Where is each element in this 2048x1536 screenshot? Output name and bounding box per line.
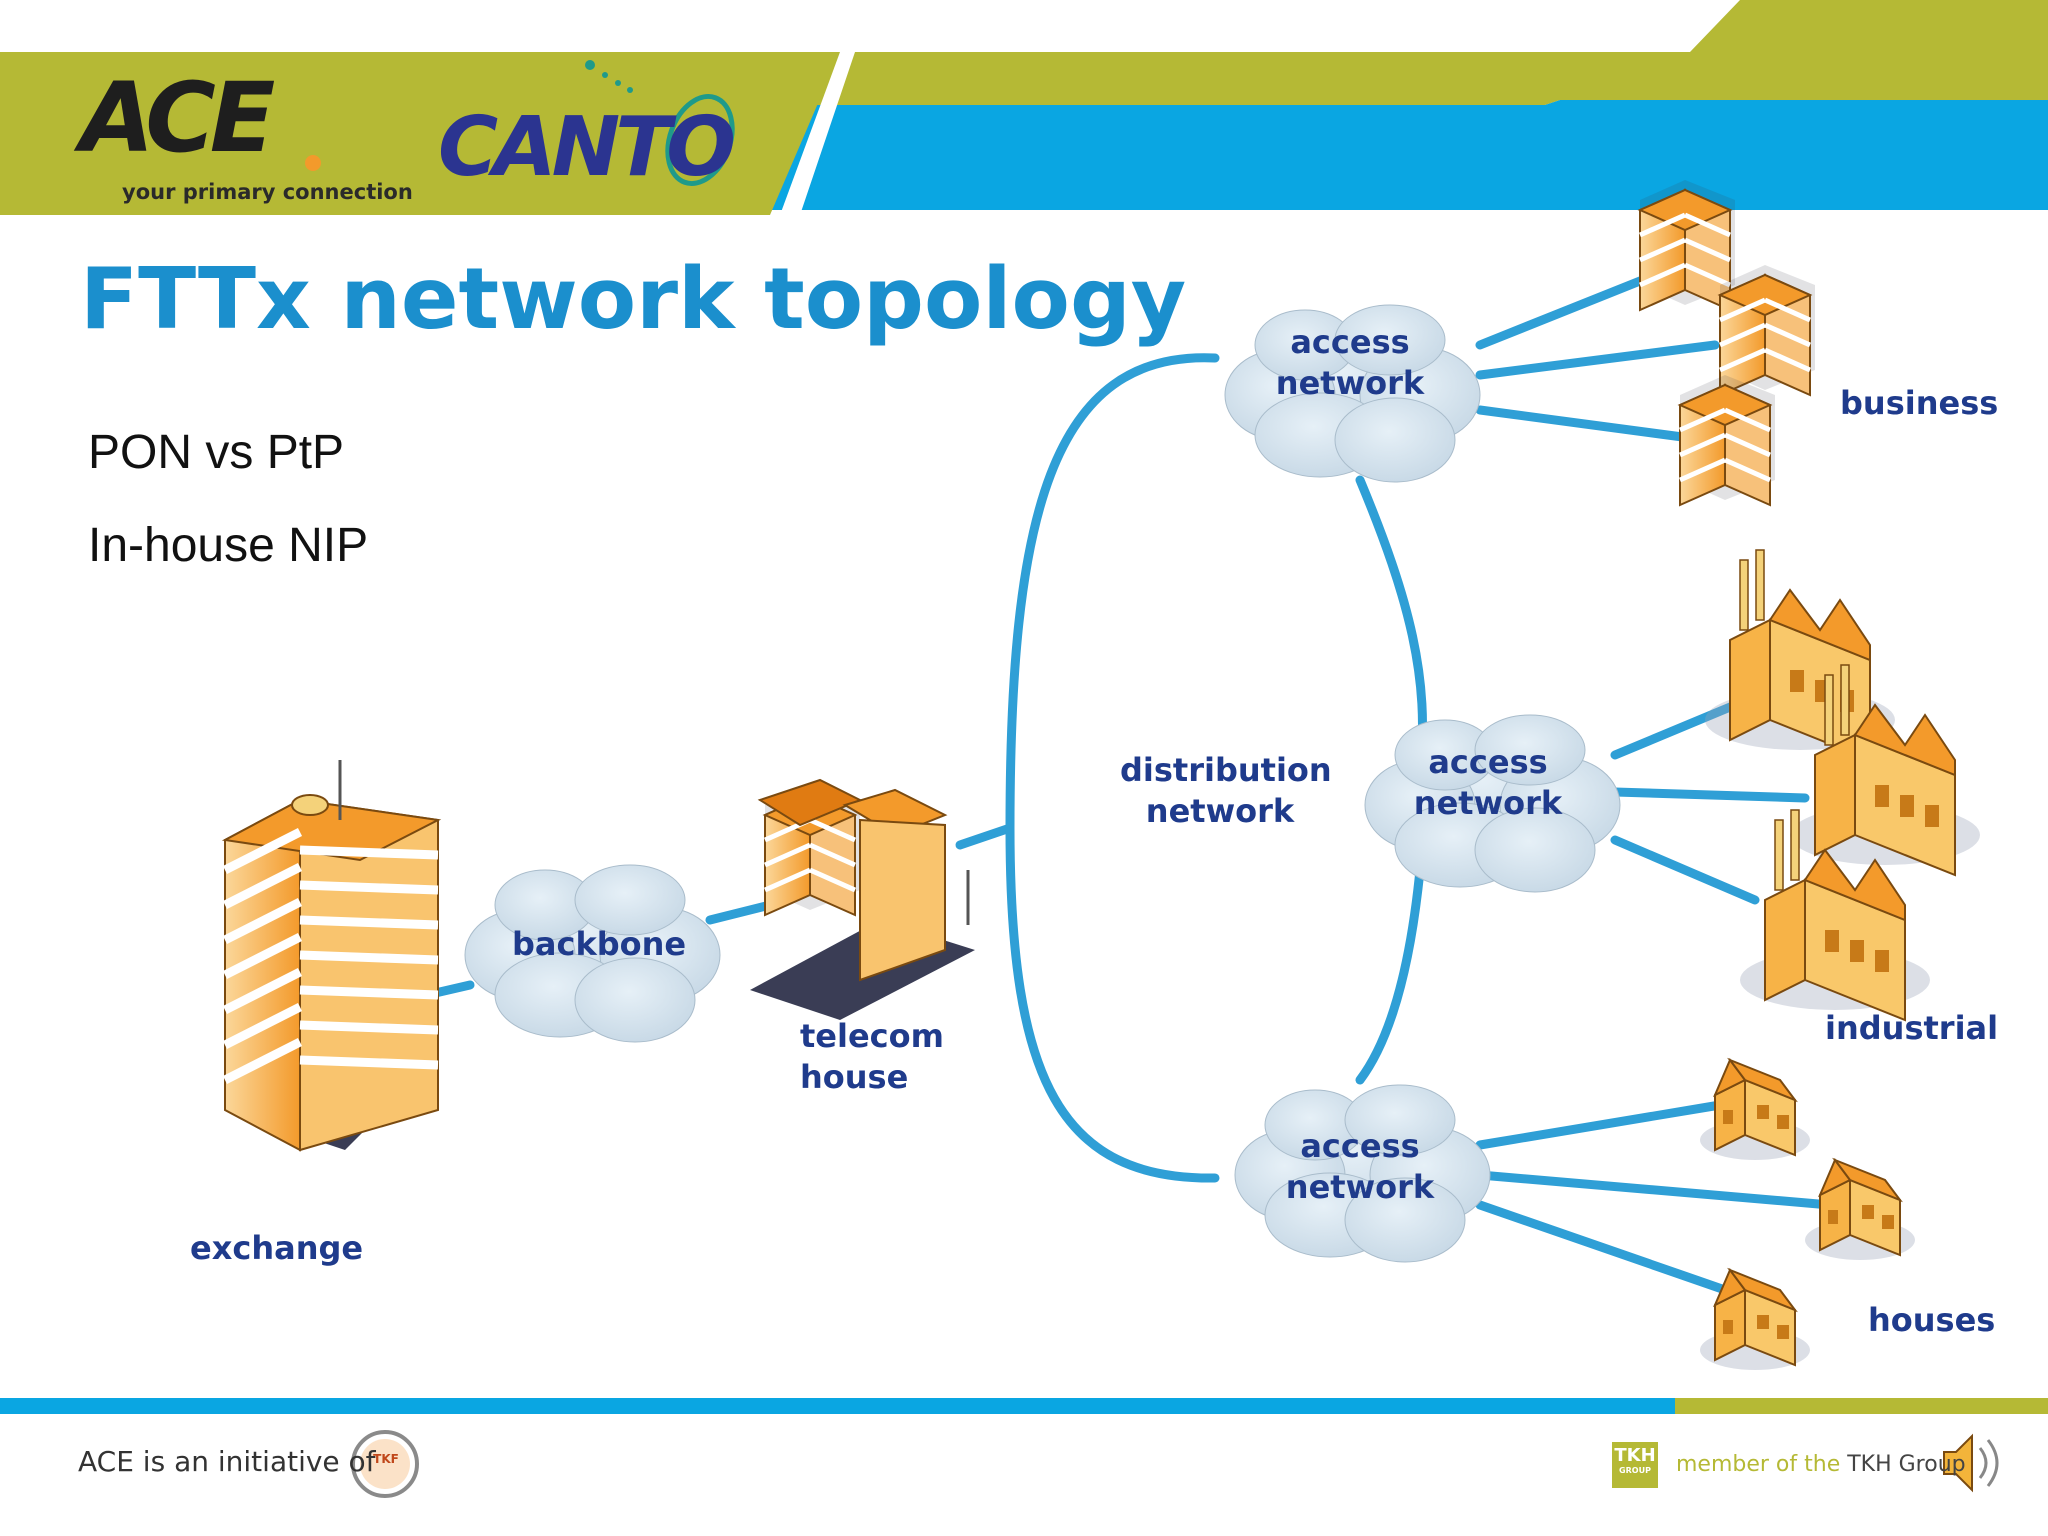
page-title: FTTx network topology xyxy=(80,250,1187,349)
footer-member-text: member of the TKH Group xyxy=(1676,1452,1966,1477)
exchange-building xyxy=(221,760,442,1152)
label-distribution-network: distribution network xyxy=(1120,751,1332,830)
label-access-network-top: access network xyxy=(1275,323,1425,402)
tkh-logo-graphic xyxy=(1612,1442,1658,1488)
label-backbone: backbone xyxy=(512,925,687,963)
canto-logo-graphic xyxy=(585,60,735,187)
label-industrial: industrial xyxy=(1825,1009,1999,1047)
ace-tagline: your primary connection xyxy=(122,180,413,204)
industrial-buildings xyxy=(1704,549,1981,1021)
telecom-house-building xyxy=(750,778,975,1020)
tkh-logo: TKH GROUP xyxy=(1614,1445,1656,1476)
business-buildings xyxy=(1640,180,1815,505)
label-access-network-middle: access network xyxy=(1413,743,1563,822)
tkf-logo: TKF xyxy=(373,1452,399,1466)
bullet-pon-vs-ptp: PON vs PtP xyxy=(88,426,345,479)
bullet-in-house-nip: In-house NIP xyxy=(88,519,369,572)
footer-band xyxy=(0,1398,2048,1414)
label-houses: houses xyxy=(1868,1301,1996,1339)
canto-logo: CANTO xyxy=(438,100,736,195)
label-business: business xyxy=(1840,384,1999,422)
label-telecom-house: telecom house xyxy=(800,1017,944,1096)
label-access-network-bottom: access network xyxy=(1285,1127,1435,1206)
ace-logo: ACE xyxy=(80,62,275,174)
fiber-cables xyxy=(400,270,1835,1295)
footer-initiative-text: ACE is an initiative of xyxy=(78,1445,376,1478)
ace-logo-dot xyxy=(305,155,321,171)
label-exchange: exchange xyxy=(190,1229,364,1267)
tkf-logo-graphic xyxy=(351,1430,419,1498)
header-band xyxy=(0,0,2048,215)
speaker-icon[interactable] xyxy=(1943,1433,1999,1493)
